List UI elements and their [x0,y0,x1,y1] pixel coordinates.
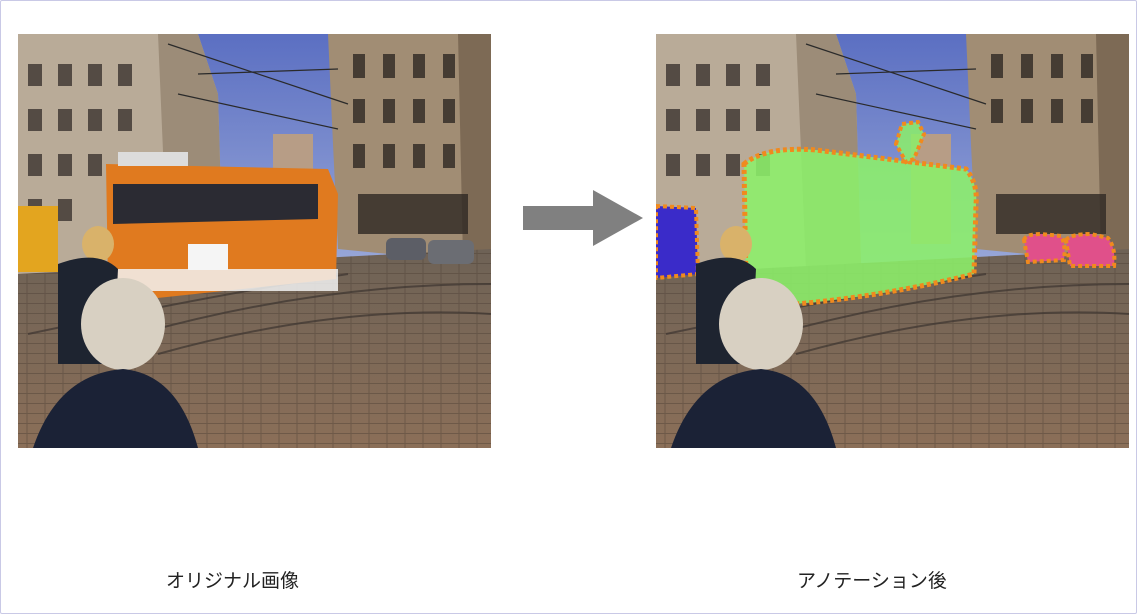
tram-mask [741,146,979,307]
annotated-image-caption: アノテーション後 [797,570,947,592]
street-scene-original [18,34,491,448]
original-photo [18,34,491,448]
car-mask-2 [1063,231,1117,268]
pole-mask [893,119,927,165]
left-vehicle-mask [656,203,701,281]
car-mask-1 [1021,231,1067,265]
annotated-photo [656,34,1129,448]
original-image-caption: オリジナル画像 [166,570,300,592]
right-arrow-icon [523,190,643,246]
street-scene-annotated [656,34,1129,448]
